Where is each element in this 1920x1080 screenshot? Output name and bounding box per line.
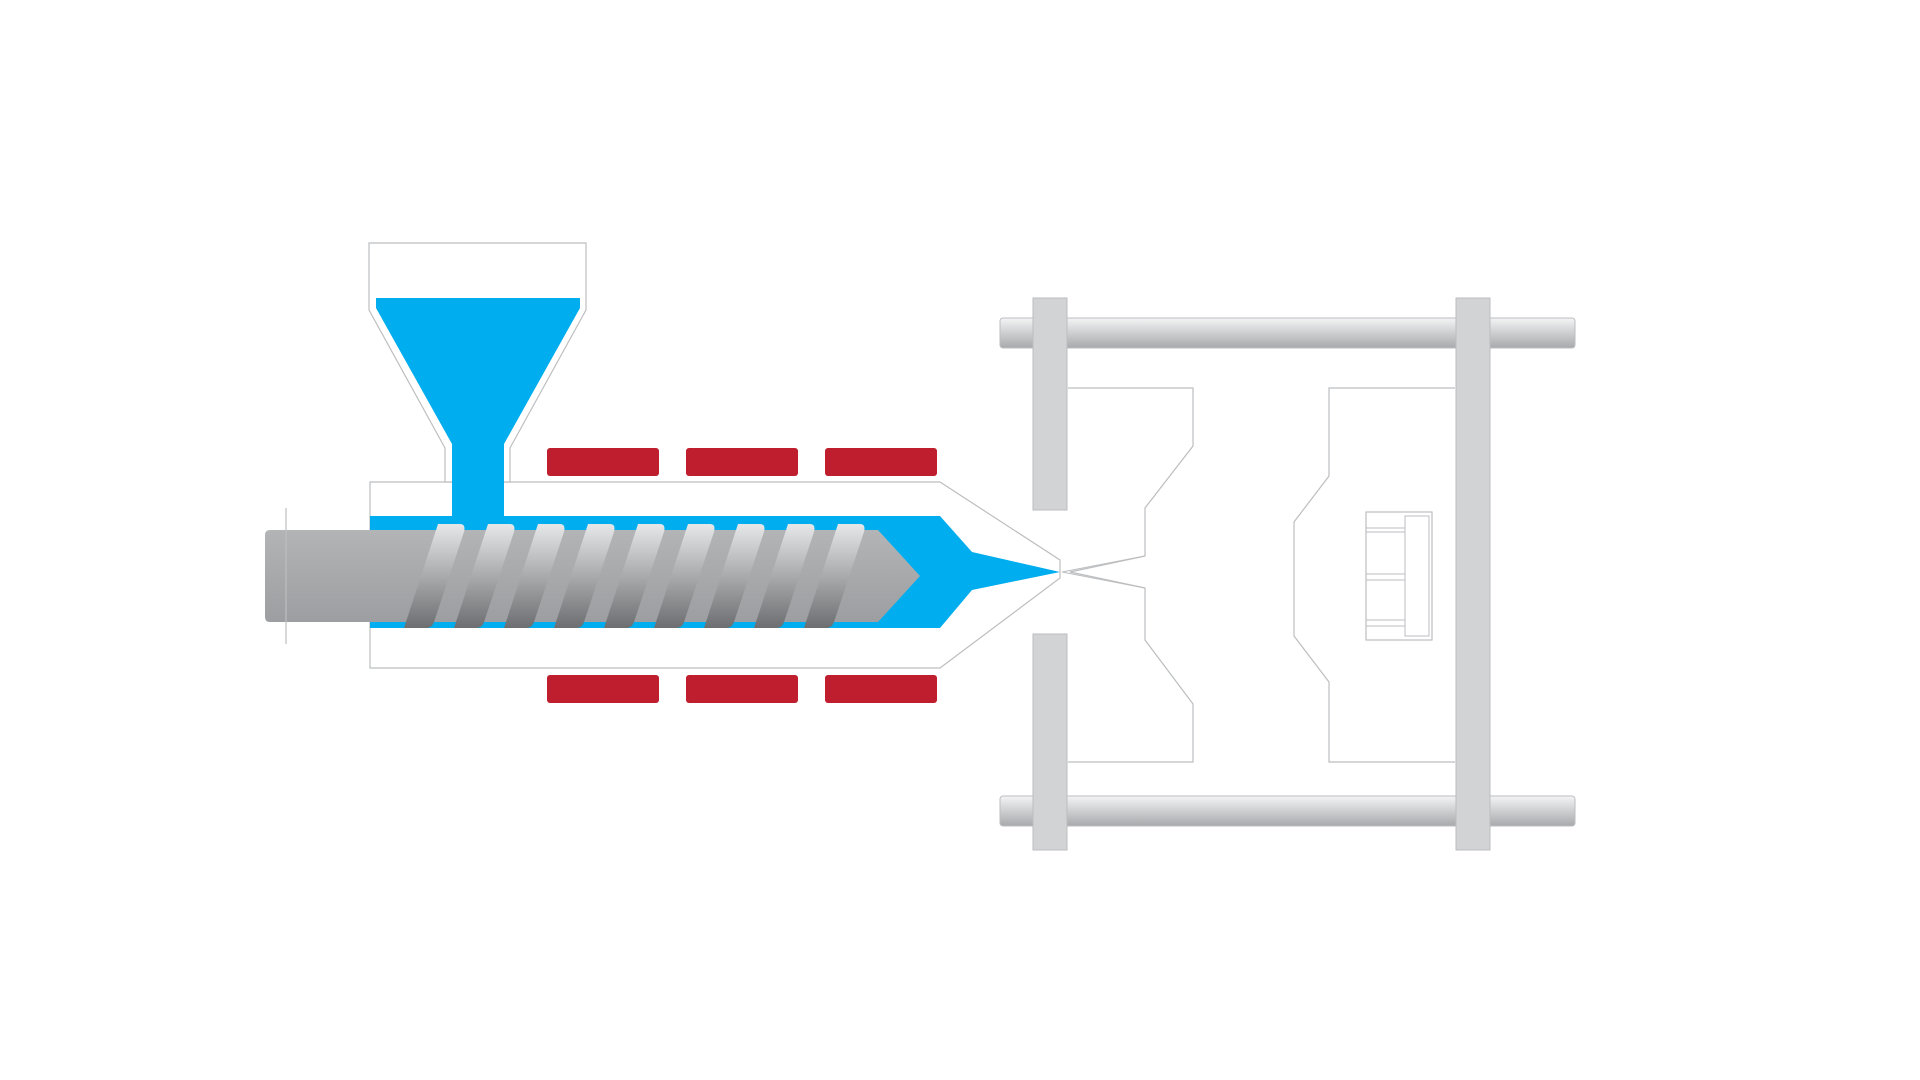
heater-bands-bottom [547, 675, 937, 703]
screw-flight [504, 524, 565, 628]
screw-flight [754, 524, 815, 628]
heater-band [547, 448, 659, 476]
moving-platen [1455, 297, 1491, 851]
screw-flight [704, 524, 765, 628]
tie-bar-bottom [999, 795, 1576, 827]
stationary-platen-lower [1032, 633, 1068, 851]
screw-flight [604, 524, 665, 628]
screw-flight [454, 524, 515, 628]
screw-flight [654, 524, 715, 628]
injection-unit [265, 242, 1061, 703]
clamping-unit [999, 297, 1576, 851]
mold-half-fixed [1068, 387, 1194, 763]
heater-band [686, 675, 798, 703]
ejector-housing [1404, 515, 1430, 637]
heater-band [547, 675, 659, 703]
screw-flight [804, 524, 865, 628]
screw-flights [404, 524, 865, 628]
heater-band [686, 448, 798, 476]
tie-bar-top [999, 317, 1576, 349]
heater-bands-top [547, 448, 937, 476]
ejector-assembly [1365, 511, 1433, 641]
screw-flight [404, 524, 465, 628]
screw-flight [554, 524, 615, 628]
hopper-icon [376, 298, 580, 520]
heater-band [825, 675, 937, 703]
heater-band [825, 448, 937, 476]
stationary-platen-upper [1032, 297, 1068, 511]
sprue [1061, 555, 1146, 589]
